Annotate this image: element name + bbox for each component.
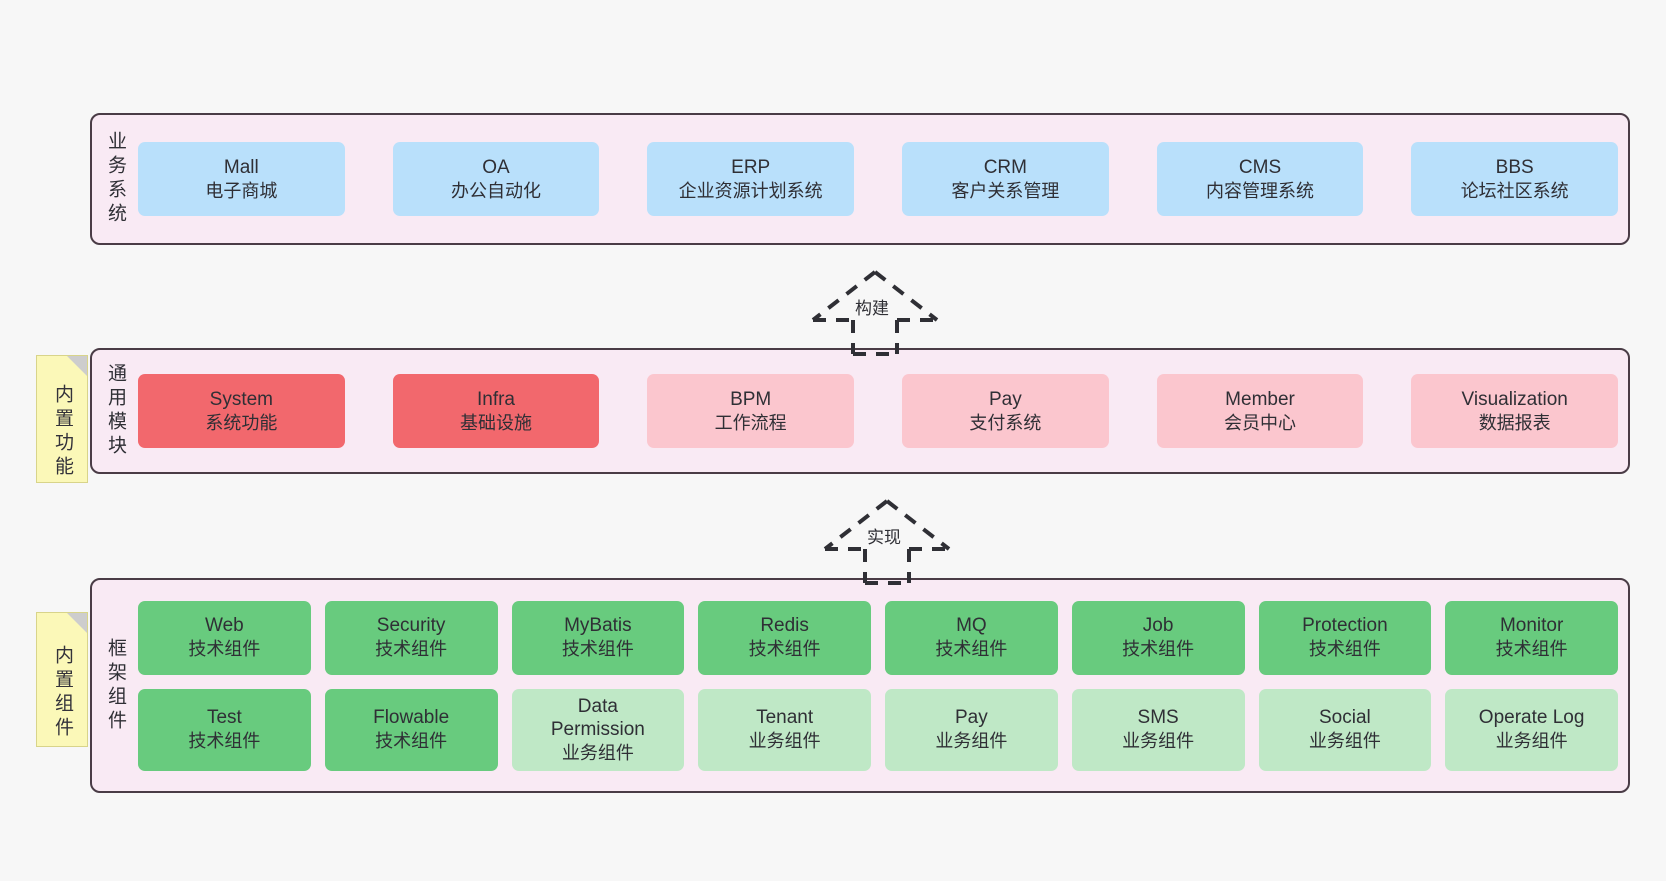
card-mybatis[interactable]: MyBatis 技术组件: [511, 600, 685, 675]
layer-body-business-systems: Mall 电子商城 OA 办公自动化 ERP 企业资源计划系统 CRM 客户关系…: [138, 115, 1628, 243]
card-social[interactable]: Social 业务组件: [1258, 688, 1432, 771]
card-test[interactable]: Test 技术组件: [138, 688, 311, 771]
card-redis[interactable]: Redis 技术组件: [698, 600, 871, 675]
framework-row-technical: Web 技术组件 Security 技术组件 MyBatis 技术组件 Redi…: [138, 600, 1618, 675]
card-infra[interactable]: Infra 基础设施: [392, 374, 600, 448]
note-fold-icon: [67, 356, 87, 376]
card-bpm[interactable]: BPM 工作流程: [647, 374, 855, 448]
card-visualization[interactable]: Visualization 数据报表: [1411, 374, 1619, 448]
card-sms[interactable]: SMS 业务组件: [1071, 688, 1245, 771]
card-mq[interactable]: MQ 技术组件: [885, 600, 1058, 675]
framework-row-business: Test 技术组件 Flowable 技术组件 Data Permission …: [138, 688, 1618, 771]
card-system[interactable]: System 系统功能: [138, 374, 345, 448]
layer-title-framework-components: 框架组件: [104, 637, 126, 734]
card-cms[interactable]: CMS 内容管理系统: [1156, 142, 1364, 216]
card-pay-module[interactable]: Pay 支付系统: [902, 374, 1109, 448]
card-security[interactable]: Security 技术组件: [324, 600, 498, 675]
card-mall[interactable]: Mall 电子商城: [138, 142, 345, 216]
note-fold-icon: [67, 613, 87, 633]
layer-body-framework-components: Web 技术组件 Security 技术组件 MyBatis 技术组件 Redi…: [138, 580, 1628, 791]
card-oa[interactable]: OA 办公自动化: [392, 142, 600, 216]
card-tenant[interactable]: Tenant 业务组件: [698, 688, 871, 771]
build-connector: 构建: [800, 268, 950, 356]
card-web[interactable]: Web 技术组件: [138, 600, 311, 675]
layer-framework-components: 框架组件 Web 技术组件 Security 技术组件 MyBatis 技术组件…: [90, 578, 1630, 793]
card-bbs[interactable]: BBS 论坛社区系统: [1411, 142, 1619, 216]
layer-common-modules: 通用模块 System 系统功能 Infra 基础设施 BPM 工作流程 Pay…: [90, 348, 1630, 474]
layer-title-common-modules: 通用模块: [104, 363, 126, 459]
card-data-permission[interactable]: Data Permission 业务组件: [511, 688, 685, 771]
card-crm[interactable]: CRM 客户关系管理: [902, 142, 1109, 216]
card-protection[interactable]: Protection 技术组件: [1258, 600, 1432, 675]
card-monitor[interactable]: Monitor 技术组件: [1445, 600, 1618, 675]
card-member[interactable]: Member 会员中心: [1156, 374, 1364, 448]
builtin-component-note: 内置组件: [36, 612, 88, 747]
card-job[interactable]: Job 技术组件: [1071, 600, 1245, 675]
layer-business-systems: 业务系统 Mall 电子商城 OA 办公自动化 ERP 企业资源计划系统 CRM…: [90, 113, 1630, 245]
card-pay-component[interactable]: Pay 业务组件: [885, 688, 1058, 771]
card-flowable[interactable]: Flowable 技术组件: [324, 688, 498, 771]
card-erp[interactable]: ERP 企业资源计划系统: [647, 142, 855, 216]
build-connector-label: 构建: [855, 299, 889, 318]
layer-body-common-modules: System 系统功能 Infra 基础设施 BPM 工作流程 Pay 支付系统…: [138, 350, 1628, 472]
implement-connector: 实现: [812, 497, 962, 585]
builtin-function-note: 内置功能: [36, 355, 88, 483]
card-operate-log[interactable]: Operate Log 业务组件: [1445, 688, 1618, 771]
layer-title-business-systems: 业务系统: [104, 131, 126, 227]
implement-connector-label: 实现: [867, 528, 901, 547]
